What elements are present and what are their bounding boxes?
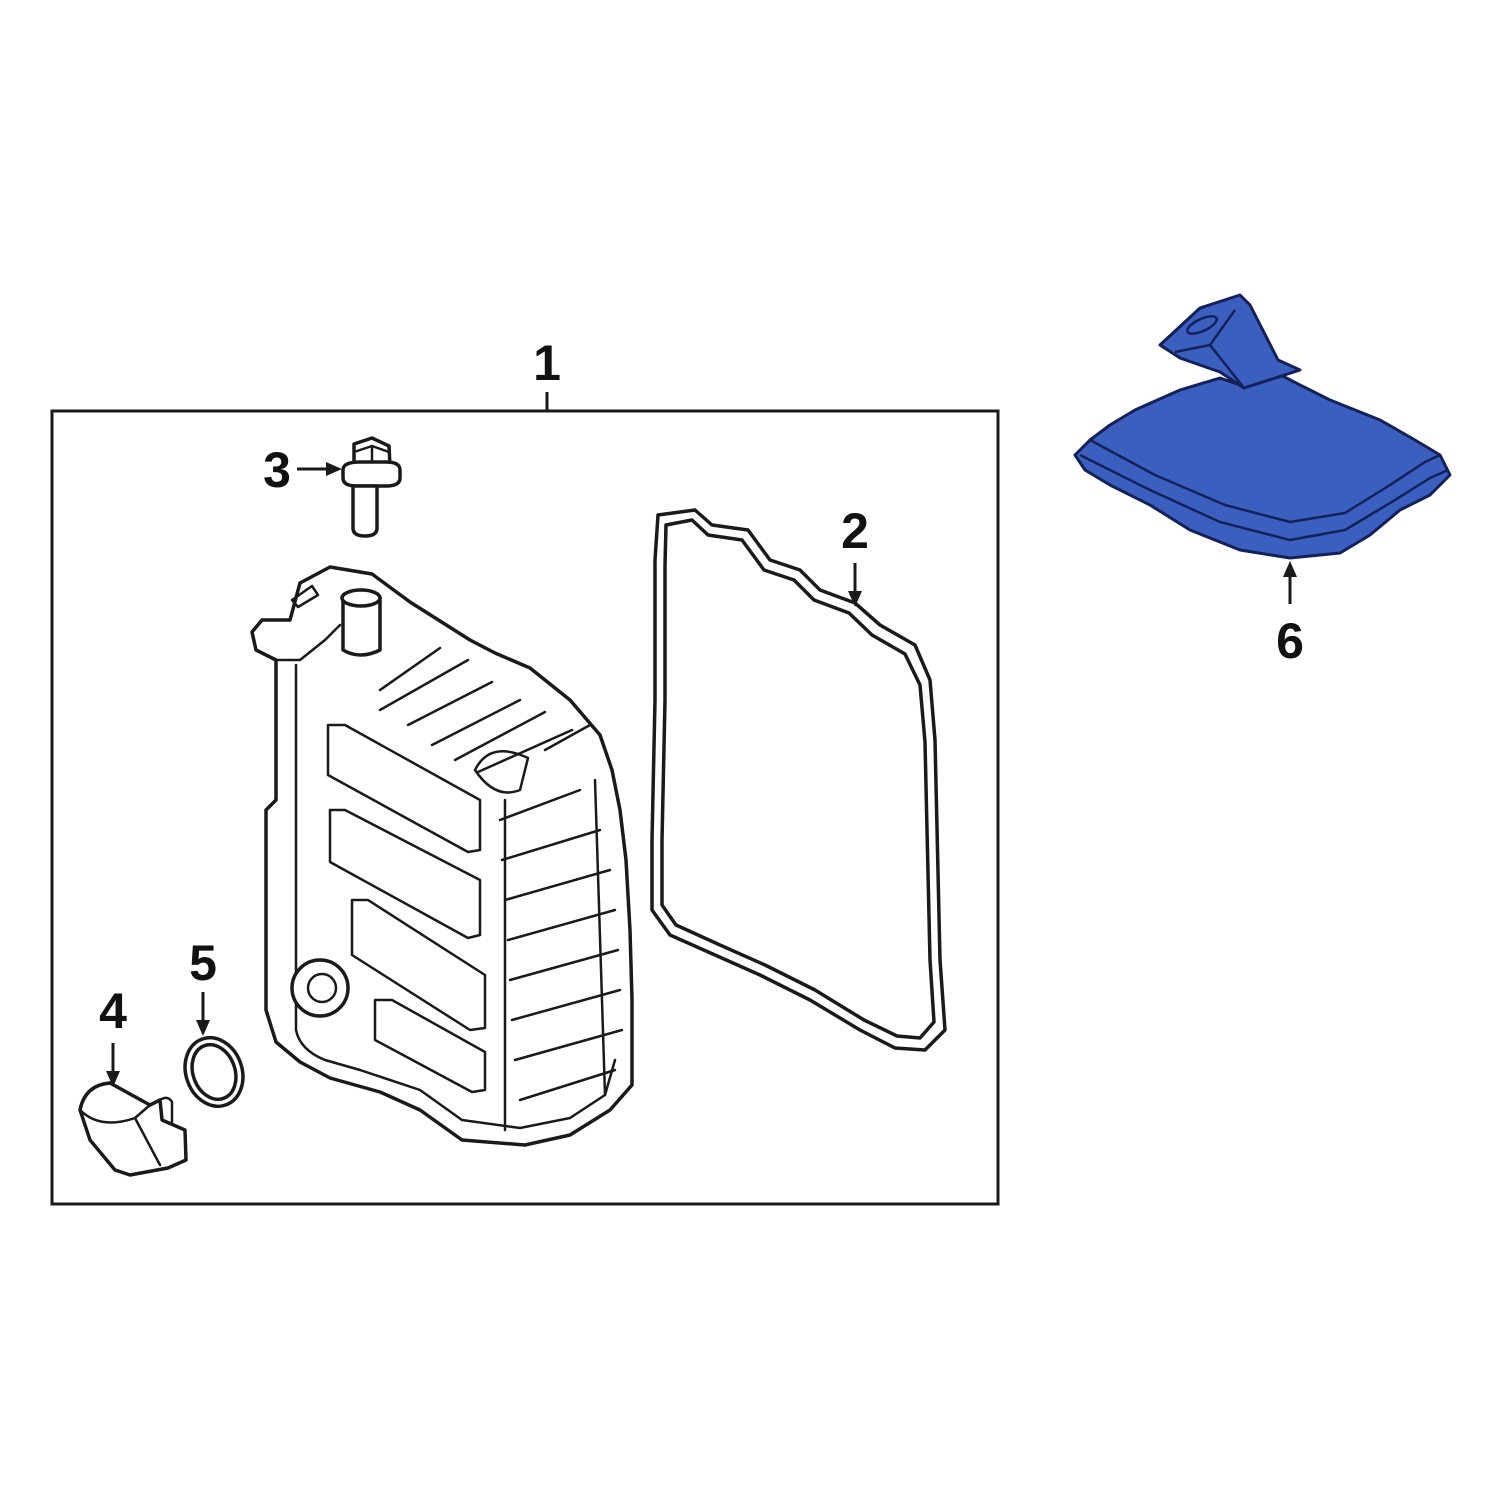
part-4-bracket[interactable] bbox=[78, 1081, 188, 1177]
assembly-frame bbox=[50, 409, 1000, 1206]
callout-4-arrowhead bbox=[106, 1071, 120, 1087]
callout-2-label[interactable]: 2 bbox=[841, 503, 869, 559]
callout-3-label[interactable]: 3 bbox=[263, 442, 291, 498]
callout-5-arrowhead bbox=[196, 1020, 210, 1036]
callout-2-arrowhead bbox=[848, 591, 862, 607]
part-1-oil-pan[interactable] bbox=[250, 565, 634, 1147]
part-5-o-ring[interactable] bbox=[176, 1030, 253, 1115]
part-2-gasket[interactable] bbox=[650, 508, 947, 1052]
callout-3-arrowhead bbox=[326, 462, 342, 476]
part-3-bolt[interactable] bbox=[341, 436, 402, 538]
callout-1-label[interactable]: 1 bbox=[533, 335, 561, 391]
callout-4-label[interactable]: 4 bbox=[99, 983, 127, 1039]
callout-6-label[interactable]: 6 bbox=[1276, 613, 1304, 669]
part-6-filter[interactable] bbox=[1073, 293, 1452, 560]
callout-5-label[interactable]: 5 bbox=[189, 935, 217, 991]
callout-6-arrowhead bbox=[1283, 561, 1297, 577]
